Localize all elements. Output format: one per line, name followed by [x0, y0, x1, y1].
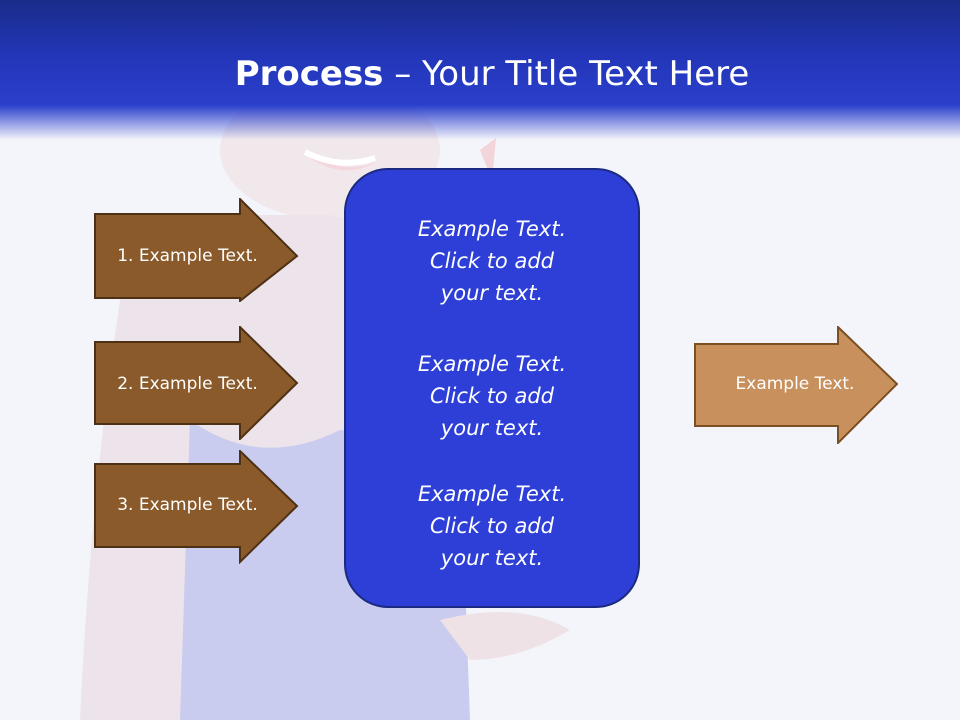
- center-text-1[interactable]: Example Text. Click to add your text.: [417, 217, 567, 305]
- left-arrow-1[interactable]: [94, 198, 300, 302]
- slide-title: Process – Your Title Text Here: [0, 50, 960, 98]
- right-arrow[interactable]: [694, 326, 900, 444]
- left-arrow-3-label: 3. Example Text.: [117, 495, 258, 515]
- center-text-2[interactable]: Example Text. Click to add your text.: [417, 352, 567, 440]
- right-arrow-label: Example Text.: [735, 374, 855, 394]
- left-arrow-3[interactable]: [94, 450, 300, 564]
- left-arrow-1-label: 1. Example Text.: [117, 246, 258, 266]
- center-text-3[interactable]: Example Text. Click to add your text.: [417, 482, 567, 570]
- left-arrow-2-label: 2. Example Text.: [117, 374, 258, 394]
- header-bar: [0, 0, 960, 140]
- left-arrow-2[interactable]: [94, 326, 300, 440]
- center-process-box[interactable]: [344, 168, 640, 608]
- title-bold: Process: [234, 54, 384, 94]
- title-rest: – Your Title Text Here: [383, 54, 750, 94]
